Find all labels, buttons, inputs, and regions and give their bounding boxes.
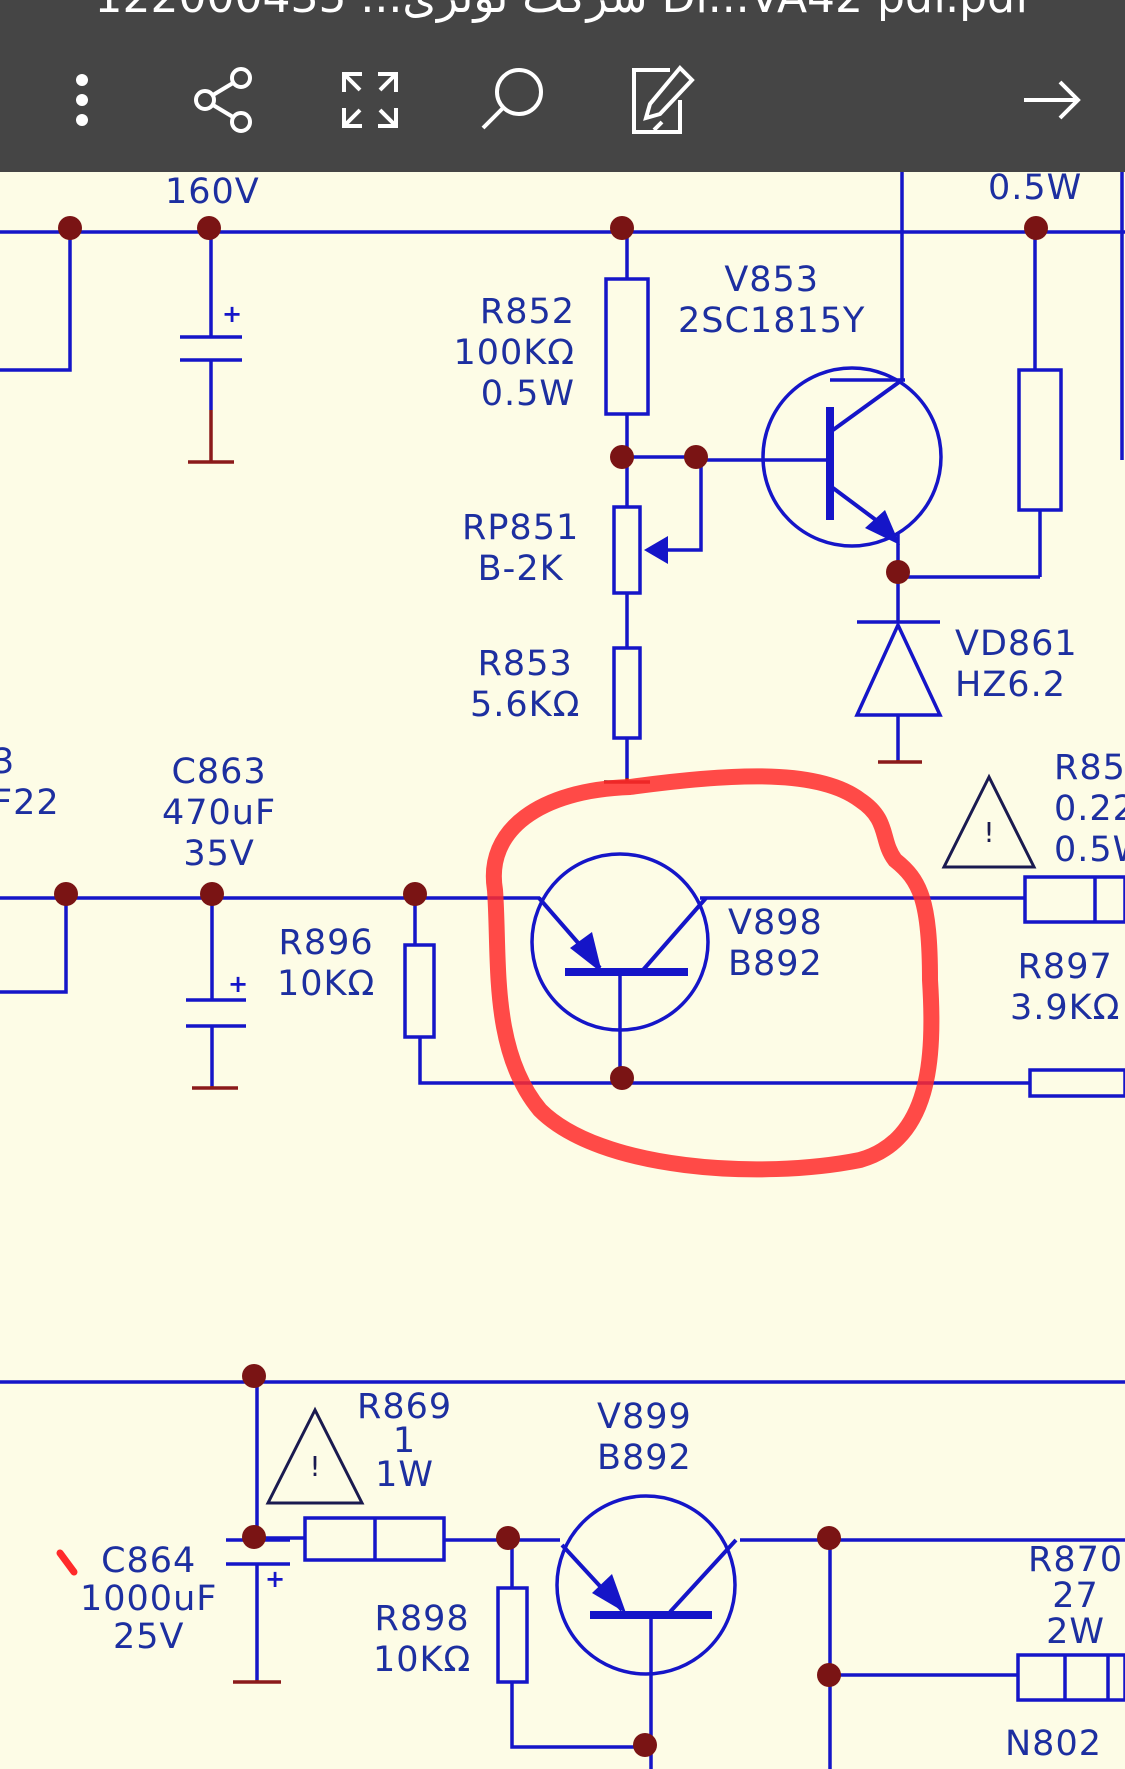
document-title: ﺷﺮﮐﺖ ﻧﻮﺗﺮﯼ... 122000435 Di...VA42 pdf.pd…: [0, 0, 1125, 23]
resistor-wattage-label: 0.5W: [988, 168, 1083, 208]
schematic-drawing: + + + ! !: [0, 172, 1125, 1769]
viewer-toolbar: ﺷﺮﮐﺖ ﻧﻮﺗﺮﯼ... 122000435 Di...VA42 pdf.pd…: [0, 0, 1125, 172]
share-icon: [194, 67, 252, 133]
next-button[interactable]: [1012, 60, 1092, 140]
search-icon: [481, 68, 543, 130]
n802-label: N802: [1005, 1724, 1102, 1764]
more-options-button[interactable]: [42, 60, 122, 140]
share-button[interactable]: [183, 60, 263, 140]
more-options-icon: [76, 74, 88, 126]
next-arrow-icon: [1024, 80, 1081, 120]
annotate-button[interactable]: [620, 60, 700, 140]
svg-text:+: +: [222, 300, 242, 328]
fullscreen-icon: [342, 72, 398, 128]
svg-text:+: +: [228, 970, 248, 998]
highlight-circle: [485, 768, 940, 1178]
cap-voltage-label: 160V: [165, 172, 260, 212]
fullscreen-button[interactable]: [330, 60, 410, 140]
search-button[interactable]: [473, 60, 553, 140]
warning-mark-1: !: [983, 816, 994, 849]
warning-mark-2: !: [309, 1450, 320, 1483]
svg-text:+: +: [265, 1565, 285, 1593]
annotate-icon: [632, 65, 695, 134]
